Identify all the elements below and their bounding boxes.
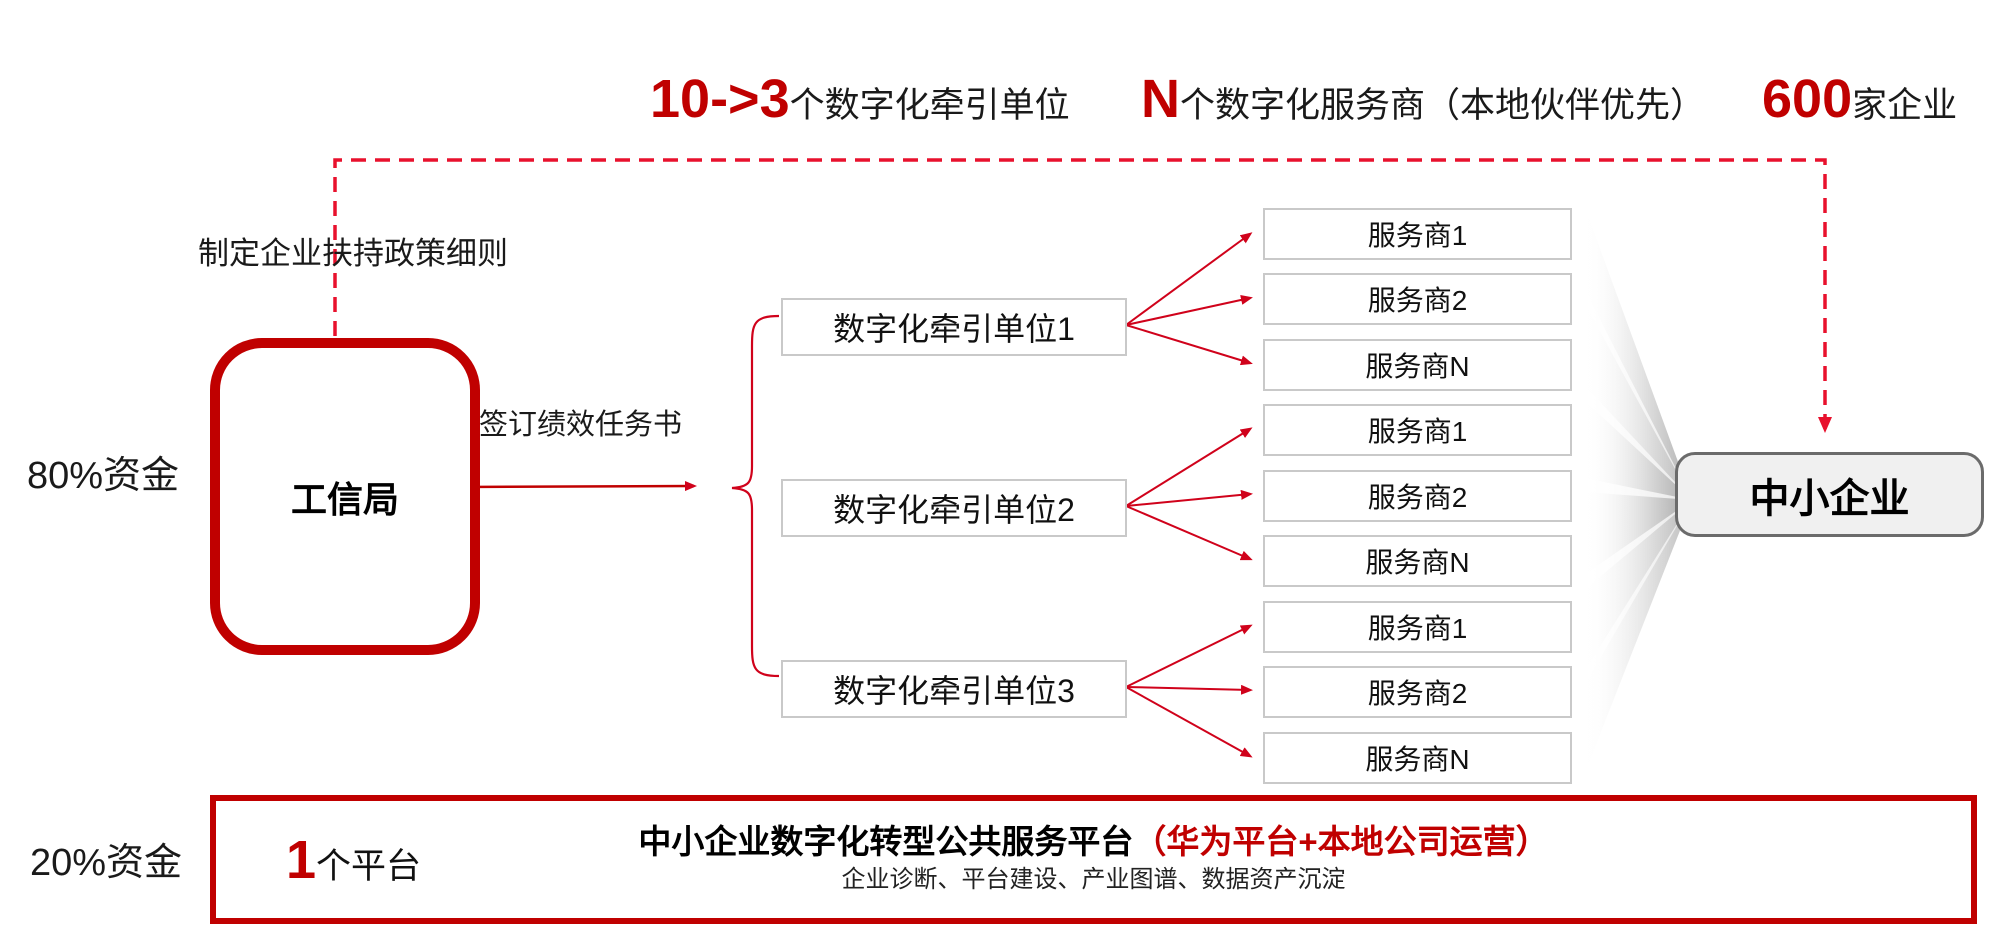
provider-label: 服务商1 <box>1367 613 1468 644</box>
provider-box: 服务商2 <box>1263 273 1572 325</box>
lead-units-brace <box>731 314 780 678</box>
provider-count-text: 个数字化服务商（本地伙伴优先） <box>1180 86 1706 125</box>
provider-box: 服务商1 <box>1263 601 1572 653</box>
lead-unit-2-label: 数字化牵引单位2 <box>833 492 1075 528</box>
label-enterprise-count: 600 家企业 <box>1762 72 1957 126</box>
lead-unit-count-number: 10->3 <box>650 69 790 129</box>
gov-box: 工信局 <box>210 338 480 655</box>
dashed-policy-connector <box>333 158 1832 433</box>
provider-box: 服务商N <box>1263 535 1572 587</box>
funnel-shape <box>1584 205 1692 775</box>
lead-unit-3-label: 数字化牵引单位3 <box>833 673 1075 709</box>
platform-title-main: 中小企业数字化转型公共服务平台 <box>638 823 1134 860</box>
task-annotation: 签订绩效任务书 <box>479 409 683 441</box>
provider-label: 服务商N <box>1365 351 1470 382</box>
gov-box-label: 工信局 <box>290 478 399 520</box>
provider-label: 服务商1 <box>1367 416 1468 447</box>
lead-unit-box-3: 数字化牵引单位3 <box>781 660 1127 718</box>
enterprise-count-number: 600 <box>1762 69 1853 129</box>
sme-box-label: 中小企业 <box>1749 476 1910 521</box>
unit3-provider-arrows <box>1125 624 1253 758</box>
lead-unit-box-2: 数字化牵引单位2 <box>781 479 1127 537</box>
provider-label: 服务商N <box>1365 547 1470 578</box>
sme-box: 中小企业 <box>1675 452 1984 537</box>
platform-count-number: 1 <box>286 829 317 890</box>
lead-unit-count-text: 个数字化牵引单位 <box>789 86 1070 125</box>
provider-box: 服务商N <box>1263 732 1572 784</box>
provider-box: 服务商2 <box>1263 666 1572 718</box>
label-provider-count: N 个数字化服务商（本地伙伴优先） <box>1141 72 1705 126</box>
provider-box: 服务商1 <box>1263 404 1572 456</box>
provider-label: 服务商2 <box>1367 482 1468 513</box>
platform-title: 中小企业数字化转型公共服务平台（华为平台+本地公司运营） <box>216 815 1971 863</box>
unit2-provider-arrows <box>1125 427 1253 561</box>
provider-label: 服务商2 <box>1367 285 1468 316</box>
gov-to-units-arrow <box>461 481 697 492</box>
provider-box: 服务商2 <box>1263 470 1572 522</box>
enterprise-count-text: 家企业 <box>1852 86 1958 125</box>
unit1-provider-arrows <box>1125 232 1253 366</box>
provider-label: 服务商N <box>1365 744 1470 775</box>
platform-box: 1 个平台 中小企业数字化转型公共服务平台（华为平台+本地公司运营） 企业诊断、… <box>210 795 1977 924</box>
provider-label: 服务商1 <box>1367 220 1468 251</box>
lead-unit-1-label: 数字化牵引单位1 <box>833 311 1075 347</box>
label-lead-unit-count: 10->3 个数字化牵引单位 <box>650 72 1070 126</box>
funding-80-label: 80%资金 <box>27 455 180 497</box>
provider-label: 服务商2 <box>1367 678 1468 709</box>
provider-count-number: N <box>1141 69 1180 129</box>
platform-count-text: 个平台 <box>316 846 422 886</box>
platform-count: 1 个平台 <box>286 833 421 887</box>
policy-annotation: 制定企业扶持政策细则 <box>198 236 508 271</box>
provider-box: 服务商N <box>1263 339 1572 391</box>
platform-title-highlight: （华为平台+本地公司运营） <box>1133 823 1549 860</box>
provider-box: 服务商1 <box>1263 208 1572 260</box>
funding-20-label: 20%资金 <box>30 842 183 884</box>
platform-subtitle: 企业诊断、平台建设、产业图谱、数据资产沉淀 <box>841 866 1346 893</box>
lead-unit-box-1: 数字化牵引单位1 <box>781 298 1127 356</box>
